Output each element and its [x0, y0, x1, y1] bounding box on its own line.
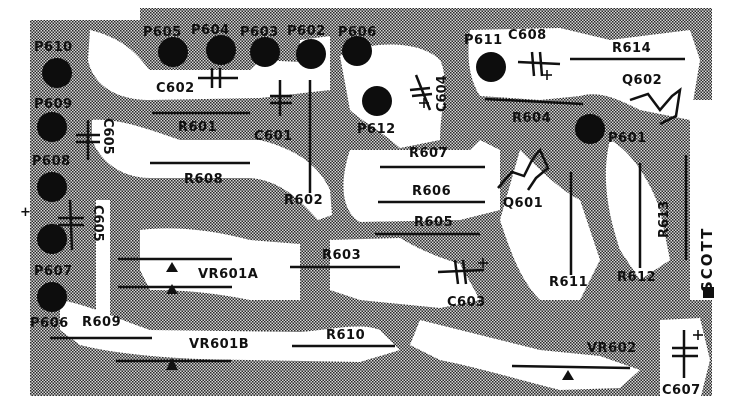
capacitor-c604	[409, 74, 433, 111]
label-p606-top: P606	[338, 25, 377, 40]
capacitor-c605-lower	[58, 199, 84, 251]
transistor-labels: Q601 Q602	[503, 73, 662, 211]
label-c602: C602	[156, 81, 195, 96]
capacitor-c608	[517, 51, 561, 80]
pad-p612	[362, 86, 392, 116]
resistor-r604	[484, 97, 584, 106]
label-p610: P610	[34, 40, 73, 55]
label-p606-bottom: P606	[30, 316, 69, 331]
capacitor-labels: C601 C602 C603 C604 C605 C605 C607 C608	[90, 28, 701, 398]
label-p612: P612	[357, 122, 396, 137]
label-p604: P604	[191, 23, 230, 38]
pad-p606-top	[342, 36, 372, 66]
pad-p608	[37, 172, 67, 202]
label-q601: Q601	[503, 196, 543, 211]
label-p607: P607	[34, 264, 73, 279]
label-r609: R609	[82, 315, 121, 330]
label-p601: P601	[608, 131, 647, 146]
label-c608: C608	[508, 28, 547, 43]
label-r614: R614	[612, 41, 651, 56]
vr-labels: VR601A VR601B VR602	[189, 267, 637, 356]
capacitors	[58, 51, 703, 378]
transistor-q601	[497, 147, 550, 191]
label-vr601b: VR601B	[189, 337, 249, 352]
label-r601: R601	[178, 120, 217, 135]
brand-square-mark	[703, 287, 714, 298]
label-r608: R608	[184, 172, 223, 187]
label-c605-lower: C605	[90, 205, 105, 242]
label-r606: R606	[412, 184, 451, 199]
label-c601: C601	[254, 129, 293, 144]
label-r613: R613	[657, 201, 672, 238]
pad-p605	[158, 37, 188, 67]
label-p605: P605	[143, 25, 182, 40]
pad-p604	[206, 35, 236, 65]
label-r610: R610	[326, 328, 365, 343]
transistor-q602	[629, 87, 682, 126]
resistors	[50, 57, 688, 348]
capacitor-c602	[198, 68, 238, 88]
capacitor-c603	[437, 258, 488, 285]
vr601a	[118, 257, 232, 294]
label-r611: R611	[549, 275, 588, 290]
pad-p603	[250, 37, 280, 67]
pad-p611	[476, 52, 506, 82]
label-p608: P608	[32, 154, 71, 169]
variable-resistors	[116, 257, 631, 380]
label-r602: R602	[284, 193, 323, 208]
label-r603: R603	[322, 248, 361, 263]
label-r604: R604	[512, 111, 551, 126]
capacitor-c607	[672, 330, 703, 378]
pads	[37, 35, 605, 312]
pad-labels: P605 P604 P603 P602 P606 P610 P609 P608 …	[30, 23, 647, 331]
brand-scott: SCOTT	[698, 227, 716, 292]
label-p611: P611	[464, 33, 503, 48]
capacitor-c605-left	[76, 120, 100, 160]
transistors	[497, 87, 682, 191]
label-vr601a: VR601A	[198, 267, 258, 282]
capacitor-c601	[270, 80, 292, 116]
vr601b	[116, 358, 231, 370]
label-p609: P609	[34, 97, 73, 112]
pad-p607	[37, 224, 67, 254]
label-r605: R605	[414, 215, 453, 230]
label-r607: R607	[409, 146, 448, 161]
pad-p609	[37, 112, 67, 142]
label-p603: P603	[240, 25, 279, 40]
label-c604: C604	[435, 75, 450, 112]
resistor-labels: R601 R602 R603 R604 R605 R606 R607 R608 …	[82, 41, 672, 343]
label-p602: P602	[287, 24, 326, 39]
label-vr602: VR602	[587, 341, 637, 356]
pad-p610	[42, 58, 72, 88]
label-q602: Q602	[622, 73, 662, 88]
pad-p606-bottom	[37, 282, 67, 312]
label-r612: R612	[617, 270, 656, 285]
pad-p602	[296, 39, 326, 69]
pad-p601	[575, 114, 605, 144]
label-c603: C603	[447, 295, 486, 310]
label-c605-left: C605	[100, 118, 115, 155]
label-c607: C607	[662, 383, 701, 398]
vr602	[511, 364, 631, 380]
edge-mark-plus: +	[20, 205, 31, 220]
